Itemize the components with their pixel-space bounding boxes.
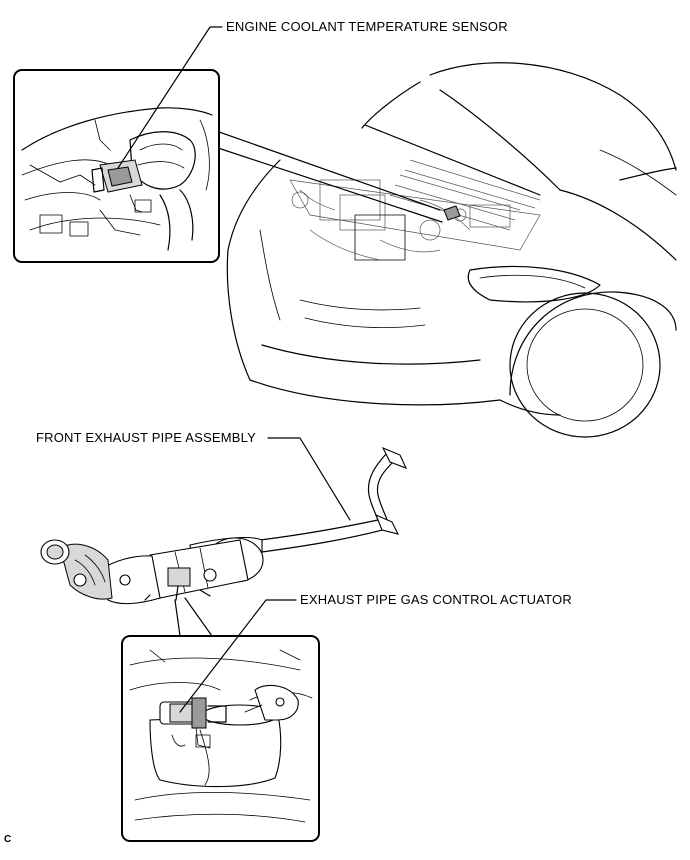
detail-leader-lower xyxy=(217,147,443,223)
ect-sensor-label: ENGINE COOLANT TEMPERATURE SENSOR xyxy=(226,19,508,34)
engine-bay xyxy=(289,159,541,261)
converter-body xyxy=(149,539,249,599)
front-exhaust-pipe-assembly xyxy=(40,446,408,605)
corner-code: C xyxy=(4,834,12,845)
actuator-detail-leader-left xyxy=(174,599,181,637)
gas-control-actuator-label: EXHAUST PIPE GAS CONTROL ACTUATOR xyxy=(300,592,572,607)
ect-sensor-leader xyxy=(117,26,223,169)
actuator-marker xyxy=(167,567,191,587)
ect-sensor-detail-box xyxy=(13,69,443,263)
pipe-flange-rear xyxy=(381,446,408,469)
front-exhaust-pipe-label: FRONT EXHAUST PIPE ASSEMBLY xyxy=(36,430,256,445)
actuator-detail-box xyxy=(121,597,320,842)
actuator-detail-leader-right xyxy=(184,597,213,637)
front-pipe-section xyxy=(59,543,113,600)
detail-leader-upper xyxy=(204,126,441,211)
actuator-leader xyxy=(179,599,297,713)
front-exhaust-leader xyxy=(267,437,351,521)
vehicle-front-illustration xyxy=(226,62,677,438)
actuator-cylinder-body xyxy=(149,714,282,788)
ect-sensor-marker xyxy=(443,205,461,221)
